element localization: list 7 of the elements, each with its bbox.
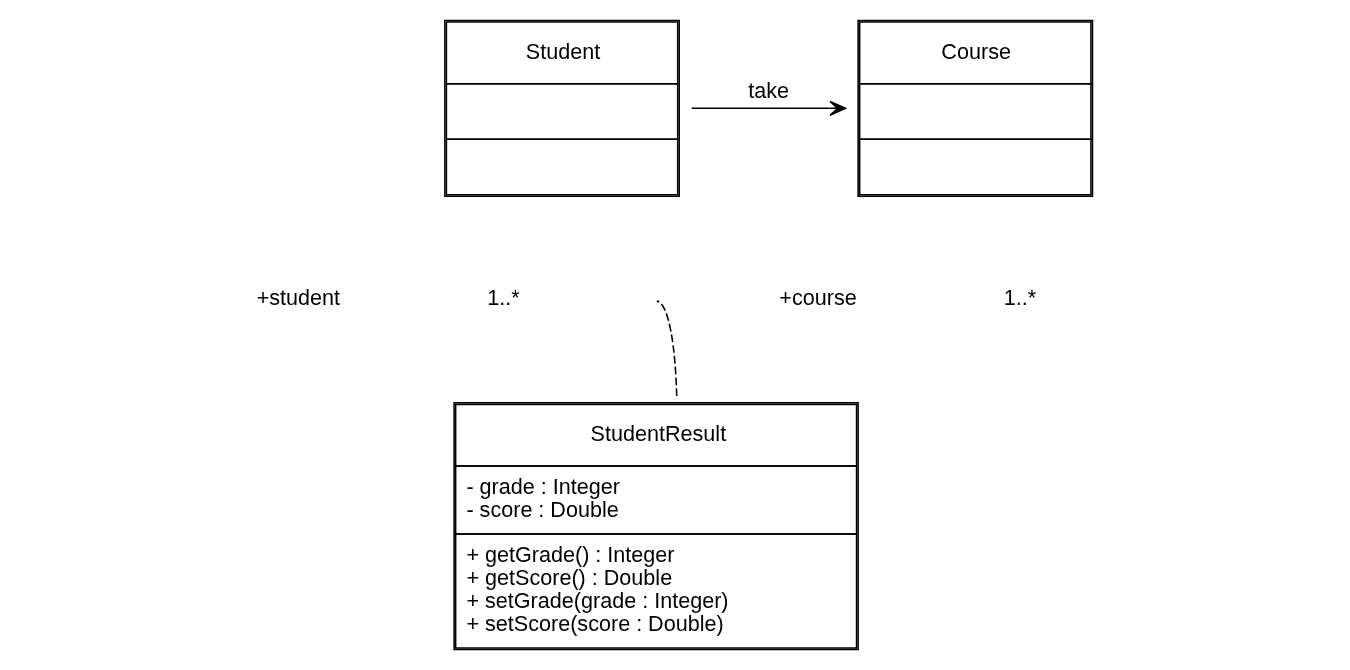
label: 1..*	[1003, 285, 1037, 311]
label: +student	[256, 285, 341, 311]
arrow	[690, 100, 847, 117]
label: +course	[779, 285, 857, 311]
edge-label: take	[748, 77, 790, 103]
label: 1..*	[487, 285, 520, 311]
connector	[656, 300, 678, 397]
